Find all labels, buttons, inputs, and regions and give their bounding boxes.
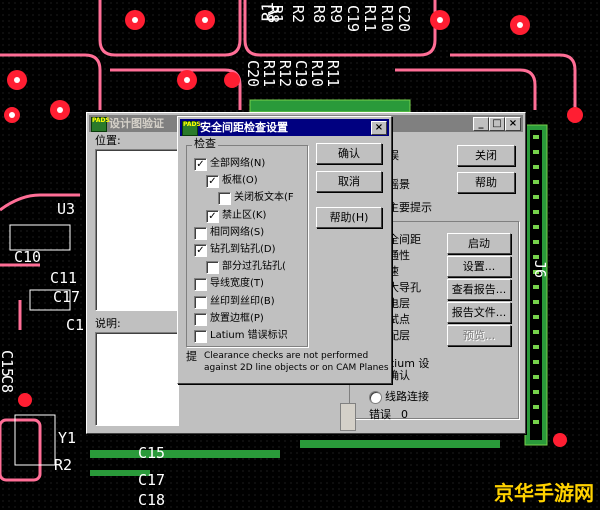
option-checkbox[interactable] xyxy=(194,226,207,240)
position-list[interactable] xyxy=(95,149,179,311)
option-label: 禁止区(K) xyxy=(222,209,267,221)
report-file-button[interactable]: 报告文件... xyxy=(447,302,511,323)
pcb-label-top: C20 xyxy=(395,5,413,32)
hint-label: 提 xyxy=(186,350,197,363)
dialog-close-button[interactable]: × xyxy=(371,121,387,135)
settings-button[interactable]: 设置... xyxy=(447,256,511,277)
option-label: 放置边框(P) xyxy=(210,312,264,324)
position-label: 位置: xyxy=(95,134,121,147)
option-checkbox[interactable] xyxy=(194,278,207,292)
watermark: 京华手游网 xyxy=(494,481,594,505)
close-button[interactable]: 关闭 xyxy=(457,145,515,166)
dialog-help-button[interactable]: 帮助(H) xyxy=(316,207,382,228)
route-connect-label: 线路连接 xyxy=(385,390,429,403)
start-button[interactable]: 启动 xyxy=(447,233,511,254)
pcb-label-top: C19 xyxy=(344,5,362,32)
pcb-label-top: R8 xyxy=(310,5,328,23)
pcb-label-left: C10 xyxy=(14,248,41,266)
pcb-label-left: C8 xyxy=(0,375,16,393)
pcb-label-left: C17 xyxy=(53,288,80,306)
pcb-label-bottom: R2 xyxy=(54,456,72,474)
pcb-label-top: R1 xyxy=(268,5,286,23)
pcb-label-mid: R12 xyxy=(276,60,294,87)
clearance-dialog-title: 安全间距检查设置 xyxy=(200,121,288,134)
pcb-label-bottom: Y1 xyxy=(58,429,76,447)
pcb-label-top: R10 xyxy=(378,5,396,32)
check-group-title: 检查 xyxy=(192,137,218,150)
option-checkbox[interactable] xyxy=(218,192,231,206)
pcb-label-mid: R11 xyxy=(260,60,278,87)
hint-text-line1: Clearance checks are not performed xyxy=(204,351,369,361)
errors-count: 0 xyxy=(401,408,408,421)
pcb-label-top: R11 xyxy=(361,5,379,32)
pcb-label-bottom: C18 xyxy=(138,491,165,509)
cancel-button[interactable]: 取消 xyxy=(316,171,382,192)
scrollbar[interactable] xyxy=(340,403,356,431)
option-label: 丝印到丝印(B) xyxy=(210,295,275,307)
route-connect-radio[interactable] xyxy=(369,391,382,404)
preview-button[interactable]: 预览... xyxy=(447,325,511,346)
pcb-label-mid: C20 xyxy=(244,60,262,87)
option-label: 钻孔到钻孔(D) xyxy=(210,244,276,255)
option-checkbox[interactable]: ✓ xyxy=(194,158,207,171)
option-label: 相同网络(S) xyxy=(210,226,265,238)
help-button[interactable]: 帮助 xyxy=(457,172,515,193)
option-checkbox[interactable]: ✓ xyxy=(194,244,207,257)
maximize-button[interactable]: □ xyxy=(489,117,505,131)
option-label: 部分过孔钻孔( xyxy=(222,261,286,273)
view-report-button[interactable]: 查看报告... xyxy=(447,279,511,300)
errors-label: 错误 xyxy=(369,408,391,421)
ok-button[interactable]: 确认 xyxy=(316,143,382,164)
close-window-button[interactable]: × xyxy=(505,117,521,131)
clearance-dialog-titlebar[interactable]: PADS 安全间距检查设置 × xyxy=(180,119,389,136)
option-checkbox[interactable] xyxy=(194,330,207,343)
pcb-label-left: C1 xyxy=(66,316,84,334)
pcb-label-top: R9 xyxy=(327,5,345,23)
pcb-label-left: C11 xyxy=(50,269,77,287)
description-textbox[interactable] xyxy=(95,332,179,426)
option-checkbox[interactable] xyxy=(206,261,219,275)
option-label: 导线宽度(T) xyxy=(210,278,264,290)
option-label: 板框(O) xyxy=(222,175,258,187)
hint-text-line2: against 2D line objects or on CAM Planes xyxy=(204,363,389,373)
pcb-label-mid: R10 xyxy=(308,60,326,87)
check-group xyxy=(186,145,308,347)
minimize-button[interactable]: _ xyxy=(473,117,489,131)
option-checkbox[interactable] xyxy=(194,312,207,326)
option-label: 关闭板文本(F xyxy=(234,192,294,204)
option-checkbox[interactable]: ✓ xyxy=(206,175,219,189)
pcb-label-mid: R11 xyxy=(324,60,342,87)
pads-app-icon: PADS xyxy=(91,117,110,132)
option-label: Latium 错误标识 xyxy=(210,330,288,341)
pcb-label-bottom: C17 xyxy=(138,471,165,489)
pcb-label-right: J6 xyxy=(531,260,549,278)
pcb-label-bottom: C15 xyxy=(138,444,165,462)
description-label: 说明: xyxy=(95,317,121,330)
pcb-label-mid: C19 xyxy=(292,60,310,87)
option-checkbox[interactable]: ✓ xyxy=(206,209,219,223)
clearance-settings-dialog[interactable]: PADS 安全间距检查设置 × 检查 ✓全部网络(N)✓板框(O)关闭板文本(F… xyxy=(177,116,392,384)
pcb-label-left: U3 xyxy=(57,200,75,218)
pads-dialog-icon: PADS xyxy=(182,121,201,136)
design-verify-title: 设计图验证 xyxy=(109,117,164,130)
pcb-label-left: C15 xyxy=(0,350,16,377)
pcb-label-top: R2 xyxy=(289,5,307,23)
option-checkbox[interactable] xyxy=(194,295,207,309)
option-label: 全部网络(N) xyxy=(210,158,266,169)
